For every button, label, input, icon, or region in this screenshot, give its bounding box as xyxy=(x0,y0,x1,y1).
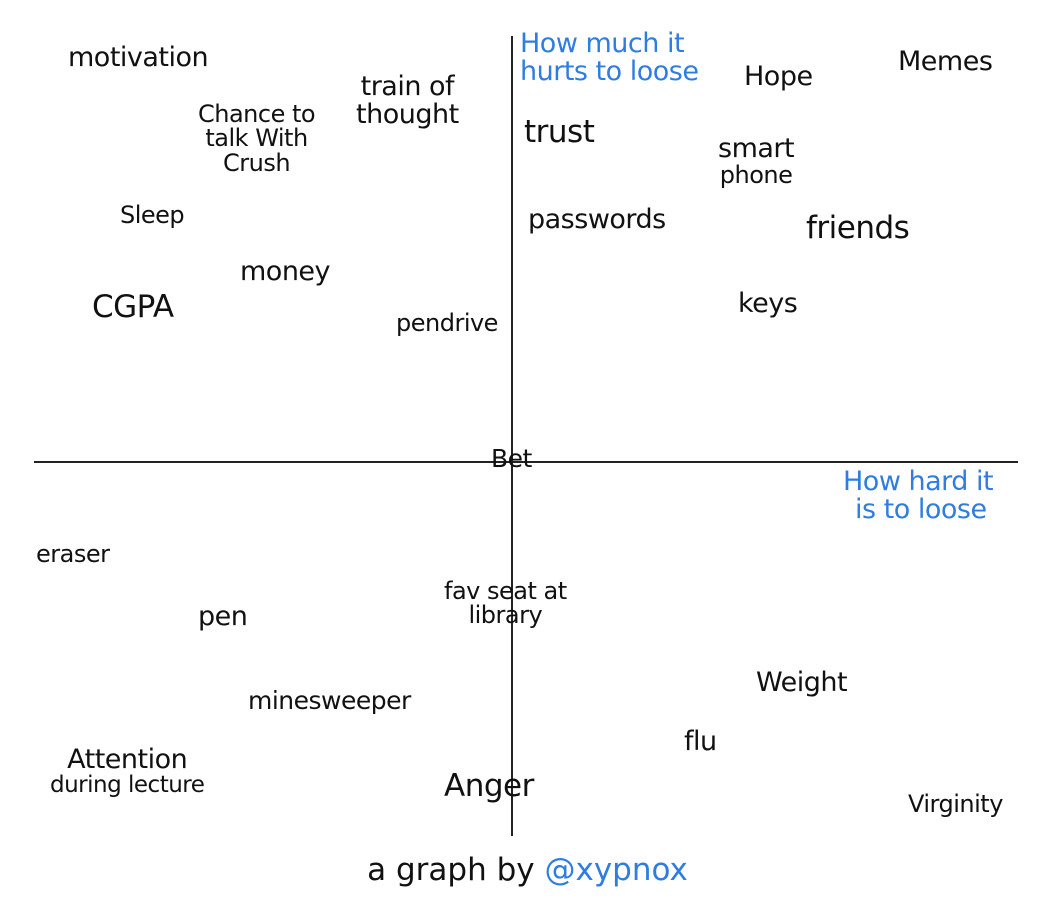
item-flu: flu xyxy=(684,726,717,757)
item-passwords: passwords xyxy=(528,204,666,235)
item-fav-seat-at-library: fav seat at library xyxy=(444,577,567,630)
x-axis-label: How hard it is to loose xyxy=(843,466,994,525)
item-money: money xyxy=(240,256,331,287)
item-train-of-thought: train of thought xyxy=(356,71,459,130)
author-handle-link[interactable]: @xypnox xyxy=(544,852,688,888)
item-sleep: Sleep xyxy=(120,201,185,229)
item-motivation: motivation xyxy=(68,42,209,73)
item-attention-during-lecture: Attention during lecture xyxy=(50,744,205,798)
item-virginity: Virginity xyxy=(908,790,1003,818)
x-axis xyxy=(34,461,1018,463)
item-chance-to-talk-with-crush: Chance to talk With Crush xyxy=(198,100,316,177)
item-pendrive: pendrive xyxy=(396,309,498,337)
item-cgpa: CGPA xyxy=(92,289,174,325)
y-axis xyxy=(511,36,513,836)
item-pen: pen xyxy=(198,601,248,632)
item-smartphone: smart phone xyxy=(718,133,795,189)
item-friends: friends xyxy=(806,210,910,246)
caption: a graph by @xypnox xyxy=(0,852,1055,888)
item-eraser: eraser xyxy=(36,540,110,568)
item-trust: trust xyxy=(524,114,595,150)
caption-prefix: a graph by xyxy=(367,852,545,888)
item-keys: keys xyxy=(738,288,798,319)
item-memes: Memes xyxy=(898,46,993,77)
item-weight: Weight xyxy=(756,667,848,698)
item-minesweeper: minesweeper xyxy=(248,686,411,715)
item-hope: Hope xyxy=(744,61,813,92)
y-axis-label: How much it hurts to loose xyxy=(520,28,699,87)
origin-label: Bet xyxy=(491,444,532,473)
item-anger: Anger xyxy=(444,768,534,804)
